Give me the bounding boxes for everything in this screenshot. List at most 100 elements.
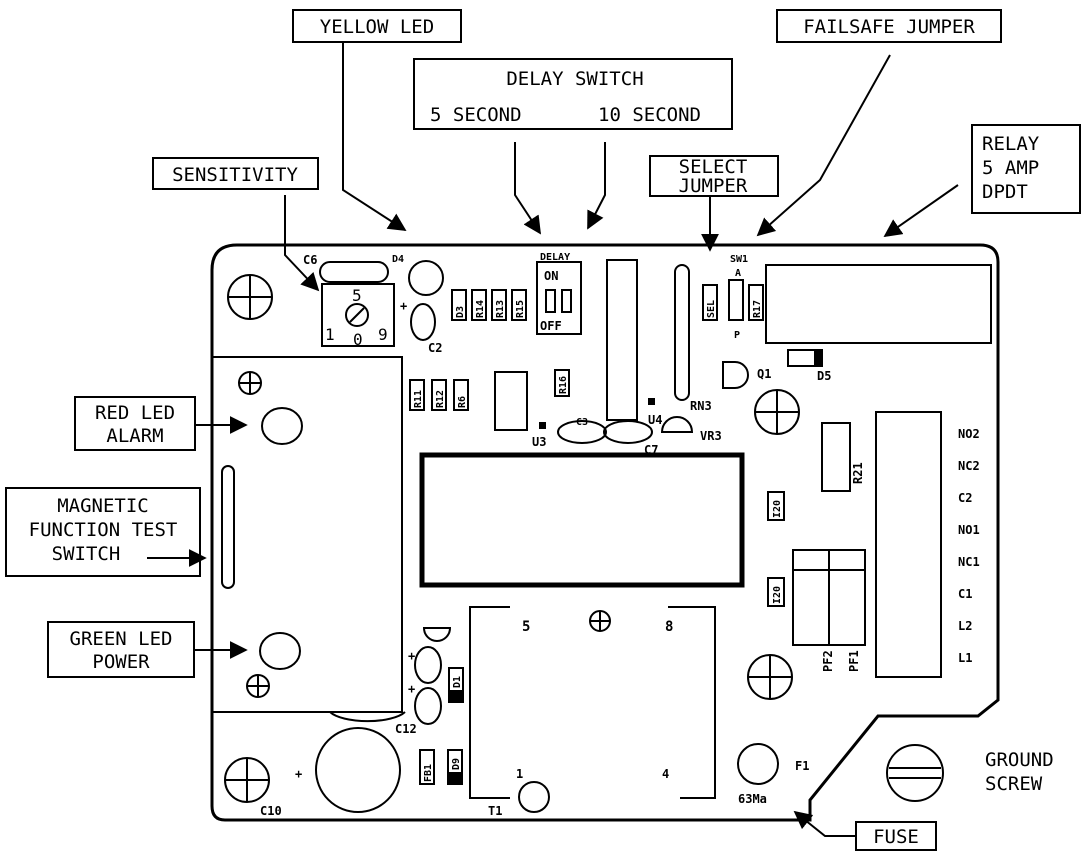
svg-text:C10: C10 [260, 804, 282, 818]
callout-magnetic-switch: MAGNETIC FUNCTION TEST SWITCH [5, 487, 207, 577]
svg-text:P: P [734, 330, 740, 341]
svg-text:C1: C1 [958, 587, 972, 601]
svg-text:VR3: VR3 [700, 429, 722, 443]
svg-text:10 SECOND: 10 SECOND [598, 104, 701, 126]
c3-capacitor [557, 420, 607, 444]
callout-failsafe-jumper: FAILSAFE JUMPER [756, 9, 1002, 237]
r17-resistor [748, 284, 764, 321]
svg-text:F1: F1 [795, 759, 809, 773]
svg-text:FB1: FB1 [423, 764, 434, 782]
svg-text:RED LED: RED LED [95, 402, 175, 424]
svg-text:NC1: NC1 [958, 555, 980, 569]
svg-text:5 AMP: 5 AMP [982, 157, 1039, 179]
callout-red-led: RED LED ALARM [74, 396, 248, 451]
svg-text:L2: L2 [958, 619, 972, 633]
svg-text:C2: C2 [958, 491, 972, 505]
c2-capacitor [410, 303, 436, 341]
svg-text:ON: ON [544, 269, 558, 283]
svg-text:T1: T1 [488, 804, 502, 818]
pf-fuse-holders: PF2 PF1 [792, 549, 866, 672]
svg-text:C6: C6 [303, 253, 317, 267]
svg-text:D3: D3 [455, 306, 466, 318]
callout-fuse: FUSE [793, 810, 937, 851]
svg-text:DPDT: DPDT [982, 181, 1028, 203]
svg-text:RELAY: RELAY [982, 133, 1040, 155]
svg-text:D4: D4 [392, 254, 404, 265]
svg-text:R13: R13 [495, 300, 506, 318]
board-outline [210, 243, 1000, 822]
callout-delay-switch: DELAY SWITCH 5 SECOND 10 SECOND [413, 58, 733, 235]
rn3-resistor-network [674, 264, 690, 401]
svg-text:1: 1 [516, 767, 523, 781]
svg-text:4: 4 [662, 767, 669, 781]
svg-text:R6: R6 [457, 396, 468, 408]
svg-text:R12: R12 [435, 390, 446, 408]
magnetic-function-test-switch[interactable] [221, 465, 235, 589]
u3-ic [494, 371, 528, 431]
svg-text:R11: R11 [413, 390, 424, 408]
svg-text:9: 9 [378, 325, 388, 344]
svg-text:SEL: SEL [706, 300, 717, 318]
svg-text:L1: L1 [958, 651, 972, 665]
mount-screw-right [754, 389, 800, 435]
svg-text:ALARM: ALARM [106, 425, 163, 447]
u4-ic [606, 259, 638, 421]
svg-text:Q1: Q1 [757, 367, 771, 381]
svg-text:I20: I20 [772, 500, 783, 518]
svg-text:SW1: SW1 [730, 254, 748, 265]
mount-screw-top-left [227, 274, 273, 320]
svg-text:D1: D1 [452, 676, 463, 688]
svg-text:+: + [295, 767, 302, 781]
svg-text:OFF: OFF [540, 319, 562, 333]
svg-text:R16: R16 [558, 376, 569, 394]
svg-text:GREEN LED: GREEN LED [70, 628, 173, 650]
front-panel [211, 356, 403, 713]
failsafe-jumper-sw1[interactable]: SW1 A P [728, 254, 748, 341]
svg-text:R15: R15 [515, 300, 526, 318]
svg-text:SWITCH: SWITCH [52, 543, 121, 565]
red-led-alarm[interactable] [261, 407, 303, 445]
svg-text:C2: C2 [428, 341, 442, 355]
mount-screw-bottom-left [224, 757, 270, 803]
svg-text:DELAY SWITCH: DELAY SWITCH [506, 68, 643, 90]
svg-text:GROUND: GROUND [985, 749, 1054, 771]
svg-text:MAGNETIC: MAGNETIC [57, 495, 149, 517]
c12-outline [329, 711, 406, 723]
fuse-f1[interactable] [737, 743, 779, 785]
q1-transistor [722, 361, 749, 389]
callout-yellow-led: YELLOW LED [292, 9, 462, 231]
svg-text:JUMPER: JUMPER [679, 175, 748, 197]
main-module [419, 452, 745, 588]
r21-resistor [821, 422, 851, 492]
svg-text:R21: R21 [851, 462, 865, 484]
svg-text:5 SECOND: 5 SECOND [430, 104, 522, 126]
svg-text:NO1: NO1 [958, 523, 980, 537]
svg-text:R17: R17 [752, 300, 763, 318]
resistor-strip-top: D3 R14 R13 R15 [451, 289, 527, 321]
svg-text:+: + [408, 649, 415, 663]
callout-relay: RELAY 5 AMP DPDT [883, 124, 1081, 238]
vr3-regulator [660, 416, 694, 433]
svg-text:+: + [408, 682, 415, 696]
transformer-t1: 5 8 1 4 T1 [469, 606, 716, 818]
delay-dip-switch[interactable]: DELAY ON OFF [536, 252, 582, 335]
c6-capacitor [319, 261, 389, 283]
svg-text:C12: C12 [395, 722, 417, 736]
svg-text:FUSE: FUSE [873, 826, 919, 848]
d4-yellow-led [408, 260, 444, 296]
svg-text:DELAY: DELAY [540, 252, 570, 263]
d1-led-top [422, 627, 452, 642]
callout-green-led: GREEN LED POWER [47, 621, 248, 678]
svg-text:YELLOW LED: YELLOW LED [320, 16, 434, 38]
ground-screw [886, 744, 944, 802]
r16-resistor [554, 369, 570, 397]
svg-text:8: 8 [665, 619, 673, 635]
terminal-block: NO2 NC2 C2 NO1 NC1 C1 L2 L1 [875, 411, 980, 678]
svg-text:0: 0 [353, 330, 363, 349]
svg-text:U4: U4 [648, 413, 662, 427]
resistors-r11-r12-r6: R11 R12 R6 [409, 379, 469, 411]
svg-text:FAILSAFE JUMPER: FAILSAFE JUMPER [803, 16, 975, 38]
green-led-power[interactable] [259, 632, 301, 670]
svg-text:SCREW: SCREW [985, 773, 1043, 795]
select-jumper[interactable]: SEL [702, 284, 718, 321]
